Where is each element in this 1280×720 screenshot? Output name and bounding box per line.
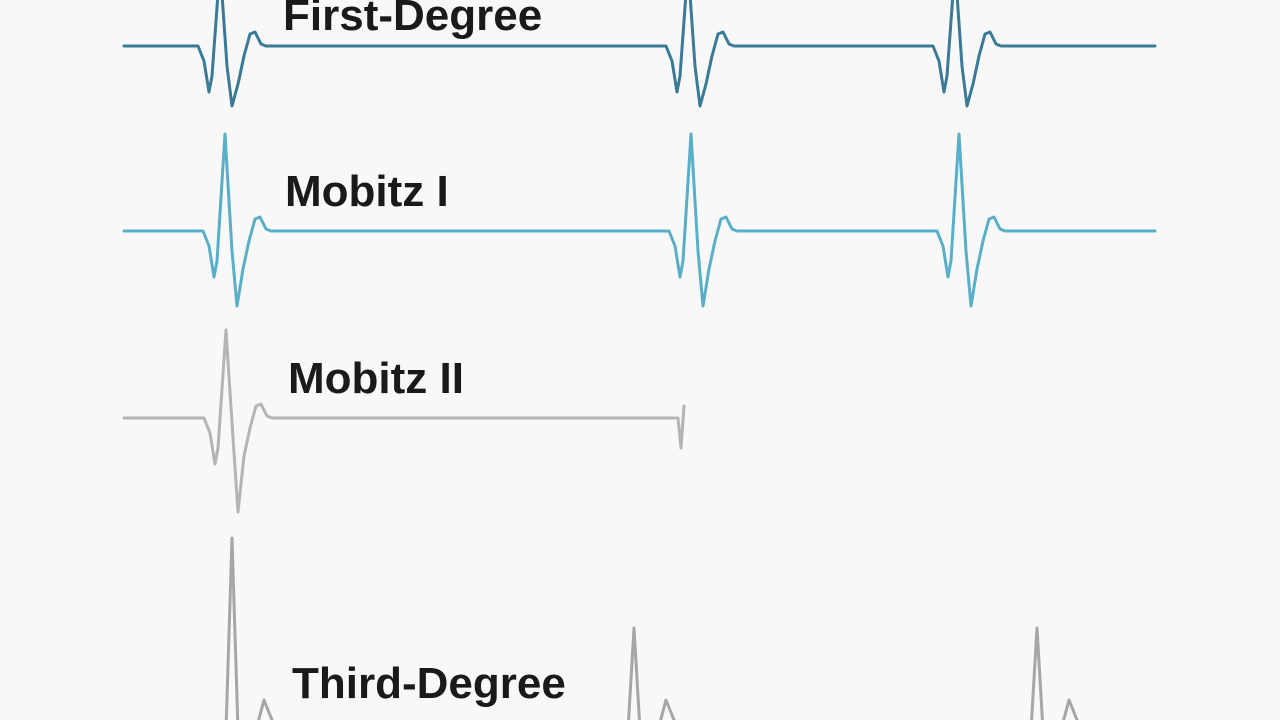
label-mobitz-1: Mobitz I bbox=[285, 167, 449, 216]
ecg-trace-mobitz-1 bbox=[122, 132, 1157, 308]
ecg-trace-mobitz-2 bbox=[122, 328, 686, 514]
label-third-degree: Third-Degree bbox=[292, 659, 566, 708]
ecg-trace-first-degree bbox=[122, 0, 1157, 108]
label-first-degree: First-Degree bbox=[283, 0, 543, 40]
ecg-trace-third-degree bbox=[224, 536, 1080, 720]
label-mobitz-2: Mobitz II bbox=[288, 354, 464, 403]
